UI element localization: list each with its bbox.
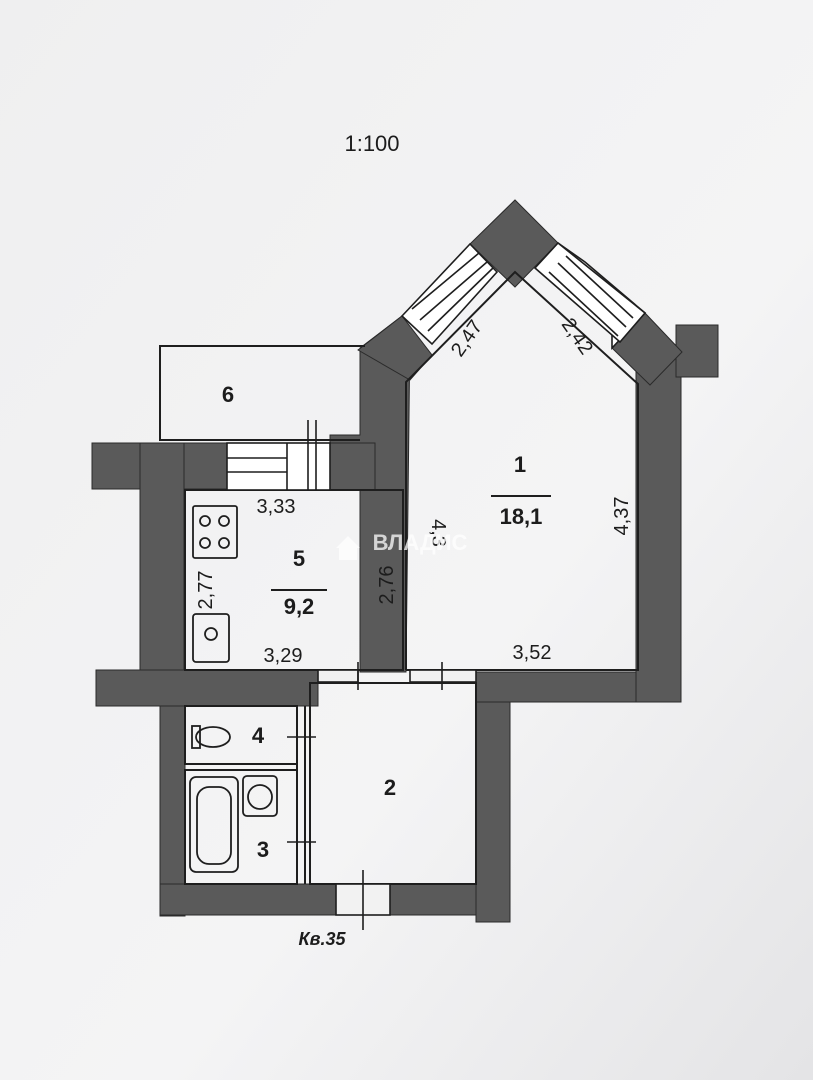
stove-icon — [192, 505, 238, 559]
dim-room1-right: 4,37 — [611, 497, 633, 536]
apartment-label: Кв.35 — [299, 929, 347, 949]
room-4-number: 4 — [252, 723, 265, 748]
room-1-number: 1 — [514, 452, 526, 477]
house-icon — [336, 536, 360, 560]
dim-room1-left: 4,3 — [427, 519, 449, 547]
dim-room5-left: 2,77 — [195, 571, 217, 610]
door-kitchen — [317, 669, 359, 683]
room-2-number: 2 — [384, 775, 396, 800]
dim-room5-bottom: 3,29 — [264, 645, 303, 667]
room-5-area: 9,2 — [284, 594, 315, 619]
dim-room1-bottom: 3,52 — [513, 642, 552, 664]
bathtub-icon — [189, 776, 239, 873]
room-3-number: 3 — [257, 837, 269, 862]
room-1-area: 18,1 — [500, 504, 543, 529]
walls — [91, 199, 719, 923]
watermark-text: ВЛАДИС — [373, 530, 468, 555]
washbasin-icon — [242, 775, 278, 817]
area-fraction-bars — [271, 495, 551, 591]
watermark: ВЛАДИС — [336, 530, 468, 560]
dim-room5-top: 3,33 — [257, 496, 296, 518]
door-room1 — [409, 669, 477, 683]
kitchen-sink-icon — [192, 613, 230, 663]
room-5-number: 5 — [293, 546, 305, 571]
bay-windows — [400, 241, 647, 351]
thin-partitions — [159, 270, 639, 885]
door-openings — [287, 662, 477, 930]
scale-label: 1:100 — [344, 131, 399, 156]
balcony-door — [226, 420, 331, 491]
room-labels: 1 18,1 2 3 4 5 9,2 6 — [222, 382, 543, 862]
toilet-icon — [191, 725, 231, 749]
dim-room5-right: 2,76 — [376, 566, 398, 605]
room-6-number: 6 — [222, 382, 234, 407]
